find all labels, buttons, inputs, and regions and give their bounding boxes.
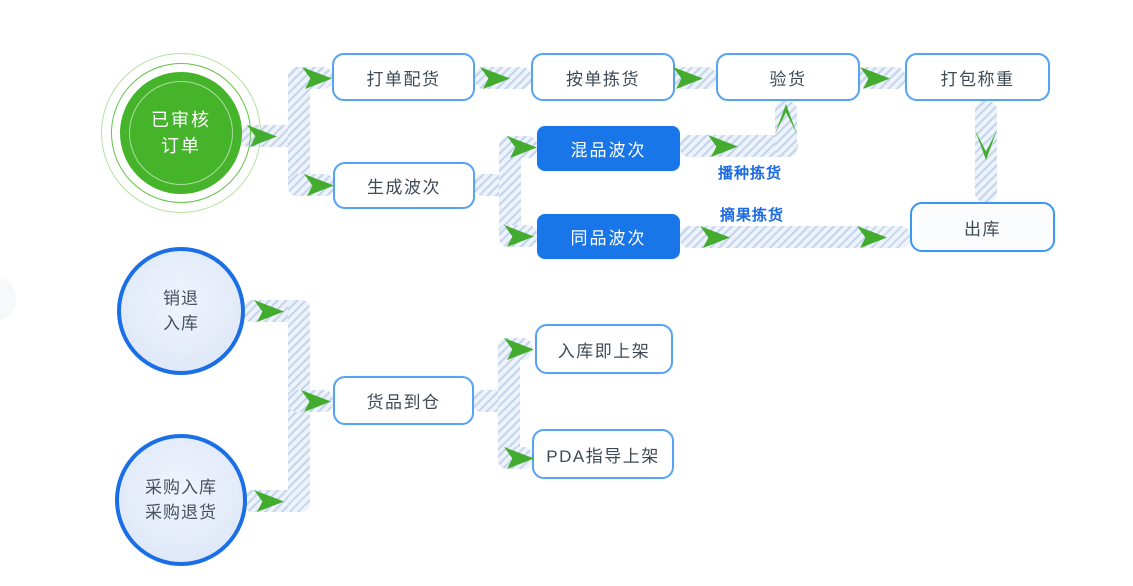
connector-band <box>680 226 910 248</box>
node-purchase-inbound-return: 采购入库 采购退货 <box>115 434 247 566</box>
node-pick-by-order: 按单拣货 <box>531 53 675 101</box>
node-label: 生成波次 <box>367 178 441 197</box>
middle-ring <box>111 63 251 203</box>
connector-band <box>288 67 332 89</box>
node-mixed-wave: 混品波次 <box>537 126 680 171</box>
inner-ring <box>129 81 233 185</box>
node-label: 打包称重 <box>940 69 1015 89</box>
node-print-allocate: 打单配货 <box>332 53 475 101</box>
node-label: 出库 <box>964 219 1001 239</box>
connector-band <box>288 174 334 196</box>
connector-band <box>680 135 798 157</box>
node-label: 混品波次 <box>570 141 647 160</box>
node-outbound: 出库 <box>910 202 1055 252</box>
connector-band <box>498 338 520 469</box>
edge-label-seeding-picking: 播种拣货 <box>718 165 783 182</box>
node-label: 入库即上架 <box>557 341 651 361</box>
node-label: 验货 <box>769 69 807 89</box>
node-label: 按单拣货 <box>566 69 640 89</box>
node-sales-return-inbound: 销退 入库 <box>117 247 245 375</box>
node-label: 打单配货 <box>366 69 441 89</box>
node-label: 货品到仓 <box>366 393 441 412</box>
node-label: 销退 <box>163 289 199 308</box>
edge-label-fruit-picking: 摘果拣货 <box>720 207 785 224</box>
node-label: 同品波次 <box>570 229 647 248</box>
left-edge-shape <box>0 278 16 320</box>
connector-band <box>499 136 521 247</box>
node-label: PDA指导上架 <box>546 446 660 466</box>
node-generate-wave: 生成波次 <box>333 162 475 209</box>
node-audited-orders: 已审核 订单 <box>101 53 261 213</box>
node-shelve-on-inbound: 入库即上架 <box>535 324 673 374</box>
connector-band <box>288 67 310 196</box>
connector-band <box>975 101 997 202</box>
node-pda-shelving: PDA指导上架 <box>532 429 674 479</box>
node-same-item-wave: 同品波次 <box>537 214 680 259</box>
node-label: 采购退货 <box>145 503 217 522</box>
node-inspect-goods: 验货 <box>716 53 860 101</box>
node-pack-weigh: 打包称重 <box>905 53 1050 101</box>
node-label: 入库 <box>163 314 199 333</box>
connector-band <box>775 101 797 157</box>
node-label: 采购入库 <box>145 478 217 497</box>
node-goods-arrive: 货品到仓 <box>333 376 474 425</box>
